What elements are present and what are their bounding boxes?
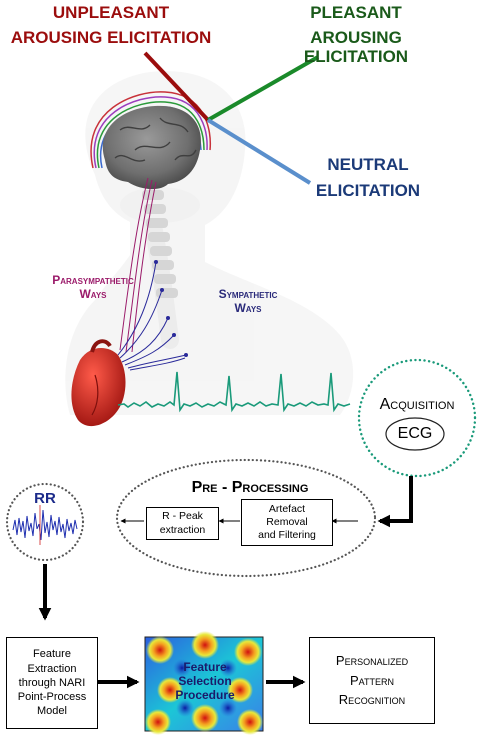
sympathetic-nodes xyxy=(154,260,188,357)
feature-extraction-line-1: Feature xyxy=(33,648,71,661)
ecg-badge: ECG xyxy=(397,425,433,442)
feature-selection-label: Feature Selection Procedure xyxy=(150,660,260,702)
feature-selection-line-2: Selection xyxy=(178,673,232,688)
rpeak-extraction-box: R - Peak extraction xyxy=(146,507,219,540)
sympathetic-label: Sympathetic Ways xyxy=(203,287,293,316)
pattern-recognition-line-3: Recognition xyxy=(338,692,406,708)
artefact-removal-box: Artefact Removal and Filtering xyxy=(241,499,333,546)
parasympathetic-label: Parasympathetic Ways xyxy=(38,273,148,302)
rr-signal xyxy=(12,509,78,541)
neutral-line xyxy=(206,118,312,185)
sympathetic-line-2: Ways xyxy=(234,300,262,315)
rr-label: RR xyxy=(34,490,56,507)
feature-selection-line-1: Feature xyxy=(183,660,227,674)
feature-extraction-line-4: Point-Process xyxy=(17,691,87,704)
unpleasant-line-1: UNPLEASANT xyxy=(52,3,170,22)
feature-extraction-line-5: Model xyxy=(37,705,67,718)
arrow-acquisition-to-preprocessing xyxy=(377,476,413,528)
acquisition-circle xyxy=(357,358,477,478)
heart-icon xyxy=(71,339,126,427)
parasympathetic-line-2: Ways xyxy=(79,286,107,301)
artefact-line-3: and Filtering xyxy=(258,529,316,542)
rpeak-line-2: extraction xyxy=(159,523,206,536)
feature-extraction-line-2: Extraction xyxy=(27,662,77,675)
unpleasant-line xyxy=(143,51,210,122)
artefact-line-1: Artefact xyxy=(268,502,306,515)
brain xyxy=(102,105,201,190)
sympathetic-nerves xyxy=(117,261,187,371)
ecg-badge-outline xyxy=(385,417,445,451)
artefact-line-2: Removal xyxy=(266,515,308,528)
rr-circle xyxy=(5,482,85,562)
neutral-line-1: NEUTRAL xyxy=(327,155,409,174)
feature-selection-heatmap xyxy=(144,631,264,735)
pleasant-label: PLEASANT AROUSING ELICITATION xyxy=(256,3,456,67)
pleasant-line xyxy=(207,55,319,122)
feature-extraction-box: Feature Extraction through NARI Point-Pr… xyxy=(6,637,98,729)
neutral-label: NEUTRAL ELICITATION xyxy=(308,155,428,200)
feature-selection-line-3: Procedure xyxy=(175,687,235,702)
feature-extraction-line-3: through NARI xyxy=(18,676,86,689)
parasympathetic-nerves xyxy=(119,177,157,353)
pleasant-line-2: AROUSING ELICITATION xyxy=(303,27,409,67)
pattern-recognition-line-1: Personalized xyxy=(335,653,409,669)
pleasant-line-1: PLEASANT xyxy=(310,3,402,22)
unpleasant-label: UNPLEASANT AROUSING ELICITATION xyxy=(6,3,216,47)
preprocessing-ellipse xyxy=(115,458,377,578)
parasympathetic-line-1: Parasympathetic xyxy=(52,273,134,287)
neutral-line-2: ELICITATION xyxy=(315,180,421,200)
sympathetic-line-1: Sympathetic xyxy=(218,287,278,301)
unpleasant-line-2: AROUSING ELICITATION xyxy=(10,27,212,47)
pattern-recognition-box: Personalized Pattern Recognition xyxy=(309,637,435,724)
rpeak-line-1: R - Peak xyxy=(162,510,203,523)
ecg-trace xyxy=(117,371,351,413)
preprocessing-title: Pre - Processing xyxy=(191,479,309,496)
pattern-recognition-line-2: Pattern xyxy=(349,672,394,688)
acquisition-title: Acquisition xyxy=(379,396,455,413)
